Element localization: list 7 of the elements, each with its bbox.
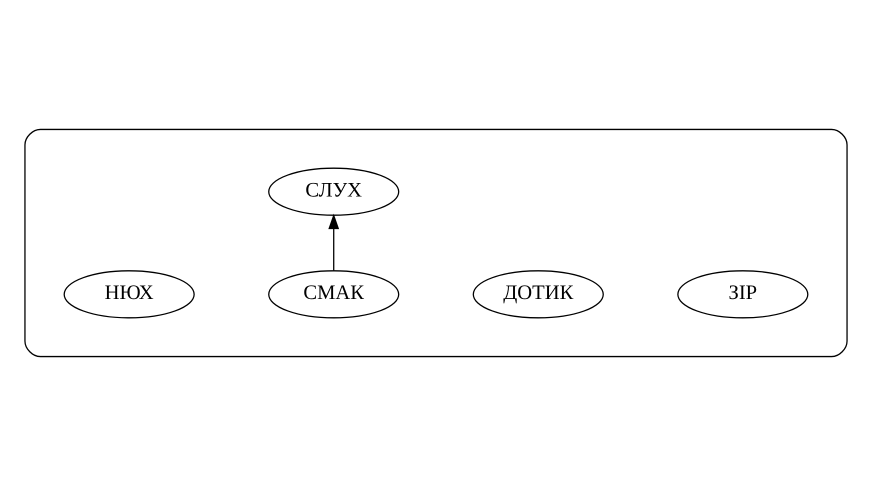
node-ellipse: СМАК [268, 270, 400, 318]
node-ellipse: СЛУХ [268, 168, 400, 216]
node-ellipse: ЗІР [677, 270, 808, 318]
cluster [24, 128, 848, 358]
node-ellipse: НЮХ [64, 270, 195, 318]
arrow [328, 214, 340, 270]
node-ellipse: ДОТИК [472, 270, 604, 318]
